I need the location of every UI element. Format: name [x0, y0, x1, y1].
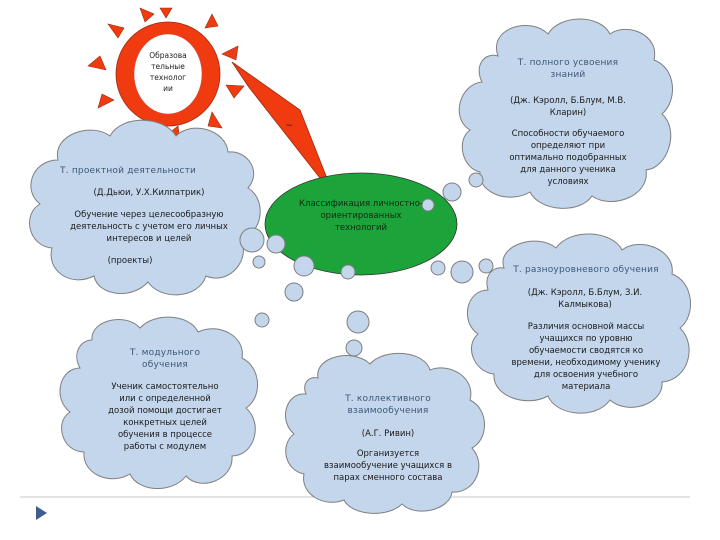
- sun-ray: [204, 13, 219, 29]
- bubble: [345, 339, 363, 357]
- bubble: [430, 260, 446, 276]
- cloud-modular-desc: Ученик самостоятельно или с определенной…: [108, 382, 222, 452]
- sun-ray: [221, 45, 239, 61]
- bubble: [346, 310, 370, 334]
- bubble: [442, 182, 462, 202]
- cloud-modular-title: Т. модульного обучения: [129, 348, 201, 370]
- sun-shape: [87, 7, 245, 143]
- cloud-multilevel-desc: Различия основной массы учащихся по уров…: [511, 322, 661, 392]
- cloud-multilevel: [467, 233, 691, 414]
- cloud-project-note: (проекты): [107, 256, 153, 266]
- cloud-modular: [59, 316, 259, 489]
- cloud-collective: [285, 352, 485, 514]
- cloud-full-mastery: [458, 18, 673, 209]
- bubble: [252, 255, 266, 269]
- cloud-collective-title: Т. коллективного взаимообучения: [345, 394, 431, 416]
- sun-ray: [207, 111, 223, 129]
- cloud-multilevel-title: Т. разноуровневого обучения: [513, 265, 659, 275]
- bubble: [239, 227, 265, 253]
- sun-ray: [159, 7, 173, 19]
- bubble: [340, 264, 356, 280]
- sun-ray: [97, 93, 115, 109]
- cloud-full-mastery-title: Т. полного усвоения знаний: [517, 58, 619, 80]
- sun-ray: [107, 23, 125, 39]
- cloud-collective-desc: Организуется взаимообучение учащихся в п…: [324, 449, 452, 483]
- cloud-project-title: Т. проектной деятельности: [60, 166, 197, 176]
- cloud-project: [29, 119, 261, 296]
- bubble: [468, 172, 484, 188]
- center-node: [264, 172, 458, 276]
- connector-bubbles: [239, 172, 494, 357]
- bubble: [266, 234, 286, 254]
- cloud-full-mastery-desc: Способности обучаемого определяют при оп…: [509, 129, 627, 187]
- sun-ray: [225, 84, 245, 99]
- next-slide-arrow-icon[interactable]: [36, 506, 47, 520]
- cloud-project-desc: Обучение через целесообразную деятельнос…: [70, 210, 228, 244]
- sun-ray: [87, 55, 107, 71]
- sun-core: [133, 33, 203, 115]
- bubble: [254, 312, 270, 328]
- cloud-full-mastery-authors: (Дж. Кэролл, Б.Блум, М.В. Кларин): [510, 96, 626, 118]
- cloud-multilevel-authors: (Дж. Кэролл, Б.Блум, З.И. Калмыкова): [527, 288, 643, 310]
- wedge-mark: ~: [285, 121, 293, 131]
- bubble: [284, 282, 304, 302]
- bubble: [478, 258, 494, 274]
- bubble: [450, 260, 474, 284]
- cloud-project-authors: (Д.Дьюи, У.Х.Килпатрик): [93, 188, 205, 198]
- sun-label: Образова тельные технолог ии: [149, 51, 187, 93]
- cloud-collective-authors: (А.Г. Ривин): [361, 429, 415, 439]
- sun-ray: [139, 7, 155, 23]
- bubble: [421, 198, 435, 212]
- center-label: Классификация личностно- ориентированных…: [299, 199, 423, 233]
- bubble: [293, 255, 315, 277]
